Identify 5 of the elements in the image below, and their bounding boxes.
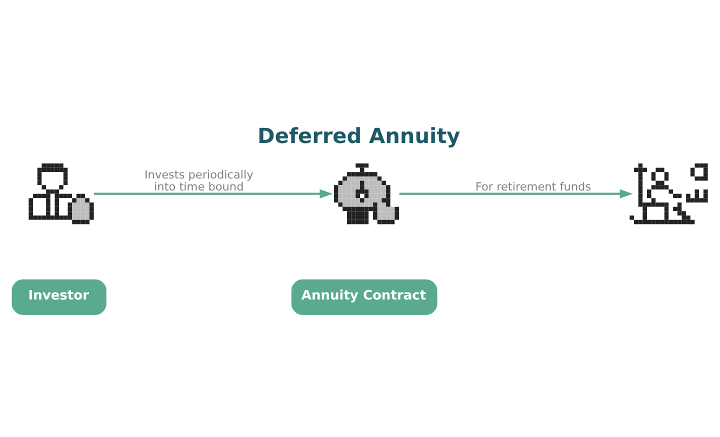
diagram-title: Deferred Annuity	[258, 123, 460, 148]
node-box: Investor	[12, 278, 106, 314]
edge-label: For retirement funds	[475, 180, 592, 194]
node-box: Annuity Contract	[291, 278, 438, 314]
edge-label: Invests periodically into time bound	[144, 168, 254, 194]
